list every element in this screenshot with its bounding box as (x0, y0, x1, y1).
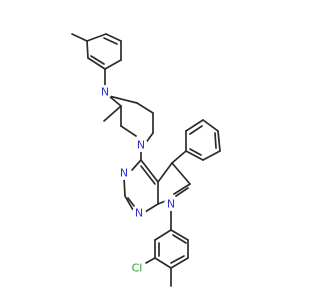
bond (185, 119, 204, 132)
bond (170, 257, 189, 269)
atom-n-piperazine-top: N (98, 85, 112, 99)
bond (105, 33, 122, 42)
bond (108, 95, 122, 107)
nitrogen-label: N (167, 198, 175, 211)
bond (120, 125, 137, 137)
atom-n-pyrimidine-left: N (117, 166, 131, 180)
bond (172, 234, 187, 244)
bond (170, 229, 189, 241)
bond (202, 119, 219, 132)
nitrogen-label: N (120, 167, 128, 180)
molecule-structure: N N N N N Cl (71, 33, 221, 287)
bond (189, 125, 203, 135)
bond (154, 257, 172, 269)
bond (175, 187, 189, 197)
bond (86, 40, 89, 59)
bond (140, 165, 156, 185)
bond (154, 229, 172, 241)
atom-n-pyrimidine-bottom: N (132, 206, 146, 220)
bond (144, 203, 159, 213)
bond (214, 132, 217, 149)
nitrogen-label: N (137, 139, 145, 152)
bond (123, 177, 126, 197)
bond (127, 197, 135, 207)
bond (140, 159, 159, 183)
bond (202, 150, 221, 161)
bond (157, 162, 173, 183)
bond (131, 159, 142, 171)
bond (136, 102, 154, 114)
bond (103, 37, 118, 45)
bond (71, 33, 88, 42)
bond (108, 95, 138, 104)
bond (124, 195, 134, 211)
bond (103, 105, 122, 122)
atom-n-pyrrole: N (164, 197, 178, 211)
atom-n-piperazine-bottom: N (134, 138, 148, 152)
bond (86, 33, 107, 42)
bond (170, 255, 185, 264)
bond (189, 148, 202, 156)
bond (217, 130, 221, 152)
chlorine-label: Cl (132, 262, 143, 275)
bond (173, 183, 191, 195)
bond (145, 257, 156, 264)
bond-layer (71, 33, 221, 287)
atom-cl-substituent: Cl (128, 259, 146, 277)
bond (171, 150, 187, 164)
bond (171, 162, 191, 185)
bond (90, 55, 105, 65)
nitrogen-label: N (101, 86, 109, 99)
bond (185, 150, 204, 161)
atom-label-layer: N N N N N Cl (98, 85, 178, 277)
nitrogen-label: N (135, 207, 143, 220)
bond (104, 59, 122, 70)
bond (87, 57, 106, 70)
